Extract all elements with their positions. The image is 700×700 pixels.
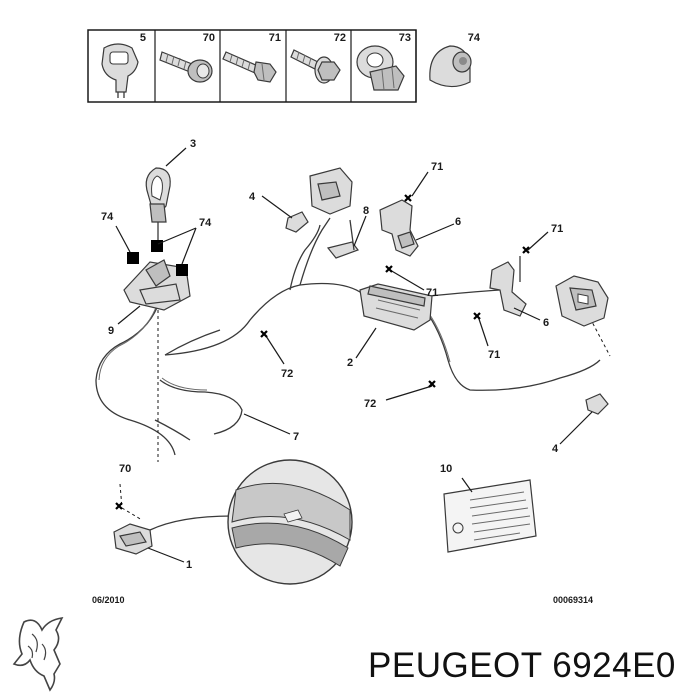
legend-label-5: 5 — [140, 32, 146, 44]
part-2-actuator-unit — [359, 283, 433, 331]
callout-71-b: 71 — [426, 287, 438, 299]
callout-3: 3 — [190, 138, 196, 150]
legend-label-73: 73 — [399, 32, 411, 44]
part-3-cable-hook — [145, 167, 171, 250]
part-6-bracket-lower — [489, 256, 527, 317]
latch-assembly-rear — [555, 275, 609, 327]
x-marker-70 — [115, 502, 123, 510]
x-marker-71-c — [522, 246, 530, 254]
callout-9: 9 — [108, 325, 114, 337]
brand-part-number: PEUGEOT 6924E0 — [368, 646, 676, 685]
legend-cell-73: 73 — [356, 32, 411, 91]
part-1-release-handle — [113, 515, 233, 555]
legend-label-71: 71 — [269, 32, 281, 44]
callout-72-left: 72 — [281, 368, 293, 380]
legend-cell-71: 71 — [222, 32, 281, 83]
cable-harness — [95, 217, 601, 456]
legend-label-72: 72 — [334, 32, 346, 44]
diagram-date: 06/2010 — [92, 595, 125, 605]
callout-10: 10 — [440, 463, 452, 475]
callout-72-right: 72 — [364, 398, 376, 410]
callout-4-upper: 4 — [249, 191, 256, 203]
callout-1: 1 — [186, 559, 192, 571]
legend-cell-74: 74 — [429, 32, 481, 88]
latch-assembly-front — [309, 167, 359, 259]
reference-lines — [119, 304, 611, 521]
callout-74-left: 74 — [101, 211, 114, 223]
part-4-switch-upper — [285, 211, 309, 233]
legend-label-74: 74 — [468, 32, 481, 44]
part-10-warning-label — [443, 479, 537, 553]
callout-7: 7 — [293, 431, 299, 443]
callout-70: 70 — [119, 463, 131, 475]
x-marker-72-b — [428, 380, 436, 388]
detail-magnifier — [227, 459, 353, 585]
callout-74-right: 74 — [199, 217, 212, 229]
parts-legend: 5 70 71 — [87, 29, 481, 103]
legend-cell-5: 5 — [101, 32, 146, 98]
flange-bolt-icon — [290, 49, 341, 84]
callout-8: 8 — [363, 205, 369, 217]
x-marker-72-a — [260, 330, 268, 338]
cap-plug-icon — [429, 45, 472, 88]
legend-cell-72: 72 — [290, 32, 346, 84]
spacer-nut-icon — [356, 45, 405, 91]
bolt-icon — [222, 51, 277, 83]
callout-71-d: 71 — [488, 349, 500, 361]
part-4-switch-lower — [585, 393, 609, 415]
part-9-lever-assembly — [123, 240, 191, 311]
x-marker-71-a — [404, 194, 412, 202]
callout-6-lower: 6 — [543, 317, 549, 329]
callout-6-upper: 6 — [455, 216, 461, 228]
legend-cell-70: 70 — [159, 32, 215, 83]
leader-lines — [115, 147, 593, 563]
callout-71-a: 71 — [431, 161, 443, 173]
callout-2: 2 — [347, 357, 353, 369]
clip-icon — [101, 43, 139, 98]
callout-labels: 3 74 74 9 4 8 71 6 71 71 6 71 72 2 72 7 … — [101, 138, 563, 571]
x-marker-71-d — [473, 312, 481, 320]
screw-icon — [159, 51, 213, 83]
callout-71-c: 71 — [551, 223, 563, 235]
part-6-bracket-upper — [379, 199, 419, 257]
callout-4-lower: 4 — [552, 443, 559, 455]
diagram-reference: 00069314 — [553, 595, 593, 605]
x-marker-71-b — [385, 265, 393, 273]
peugeot-lion-logo — [12, 616, 64, 692]
fastener-markers — [115, 194, 530, 510]
legend-label-70: 70 — [203, 32, 215, 44]
